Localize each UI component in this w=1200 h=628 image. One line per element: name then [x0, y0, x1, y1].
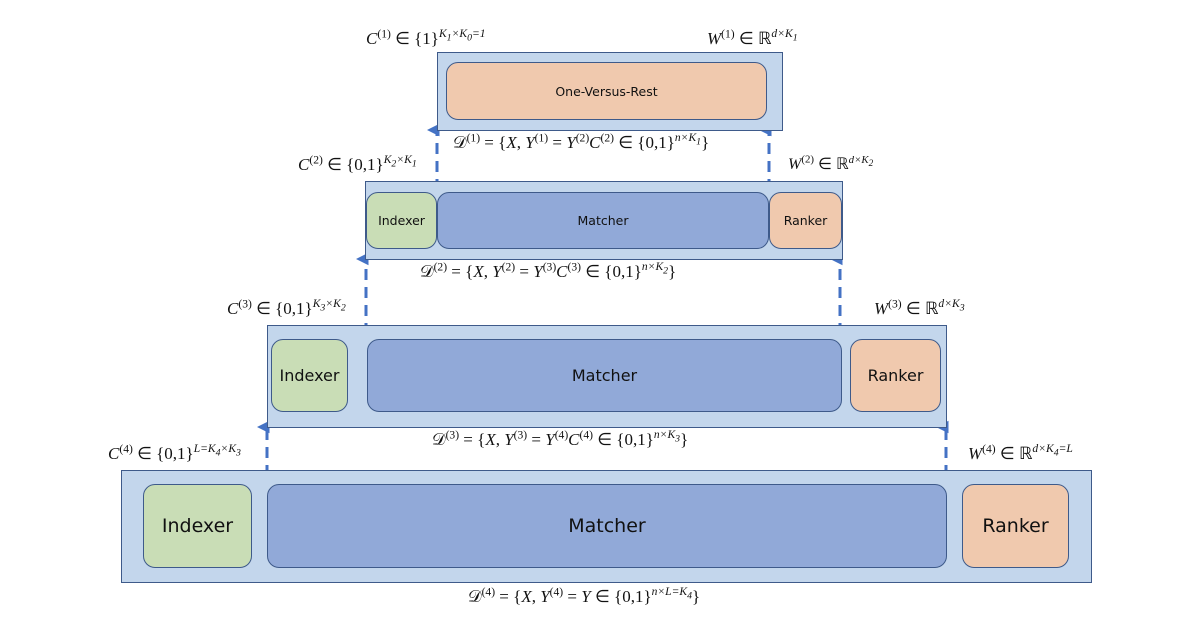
one-versus-rest-label: One-Versus-Rest [555, 83, 658, 99]
level-3-cluster-label: C(3) ∈ {0,1}K3×K2 [227, 297, 346, 318]
level-4-cluster-label: C(4) ∈ {0,1}L=K4×K3 [108, 442, 241, 463]
level-2-dataset-label: 𝒟(2) = {X, Y(2) = Y(3)C(3) ∈ {0,1}n×K2} [420, 260, 677, 281]
level-2-ranker-box: Ranker [769, 192, 842, 249]
level-1-dataset-label: 𝒟(1) = {X, Y(1) = Y(2)C(2) ∈ {0,1}n×K1} [453, 131, 710, 152]
level-3-indexer-box: Indexer [271, 339, 348, 412]
level-4-ranker-label: Ranker [982, 515, 1049, 537]
level-2-indexer-label: Indexer [378, 213, 425, 228]
level-4-dataset-label: 𝒟(4) = {X, Y(4) = Y ∈ {0,1}n×L=K4} [468, 585, 701, 606]
level-3-matcher-label: Matcher [571, 366, 638, 385]
level-4-indexer-box: Indexer [143, 484, 252, 568]
level-2-matcher-label: Matcher [577, 213, 629, 228]
level-1-weight-label: W(1) ∈ ℝd×K1 [707, 27, 798, 48]
level-2-matcher-box: Matcher [437, 192, 769, 249]
level-3-ranker-label: Ranker [867, 366, 924, 385]
level-2-indexer-box: Indexer [366, 192, 437, 249]
one-versus-rest-box: One-Versus-Rest [446, 62, 767, 120]
level-4-matcher-box: Matcher [267, 484, 947, 568]
level-4-matcher-label: Matcher [568, 515, 646, 537]
level-3-dataset-label: 𝒟(3) = {X, Y(3) = Y(4)C(4) ∈ {0,1}n×K3} [432, 428, 689, 449]
level-4-indexer-label: Indexer [161, 515, 234, 537]
level-3-matcher-box: Matcher [367, 339, 842, 412]
level-2-ranker-label: Ranker [783, 213, 828, 228]
level-4-weight-label: W(4) ∈ ℝd×K4=L [968, 442, 1073, 463]
level-3-ranker-box: Ranker [850, 339, 941, 412]
level-3-indexer-label: Indexer [279, 366, 340, 385]
level-2-cluster-label: C(2) ∈ {0,1}K2×K1 [298, 153, 417, 174]
level-1-cluster-label: C(1) ∈ {1}K1×K0=1 [366, 27, 486, 48]
level-2-weight-label: W(2) ∈ ℝd×K2 [788, 153, 874, 173]
level-4-ranker-box: Ranker [962, 484, 1069, 568]
level-3-weight-label: W(3) ∈ ℝd×K3 [874, 297, 965, 318]
